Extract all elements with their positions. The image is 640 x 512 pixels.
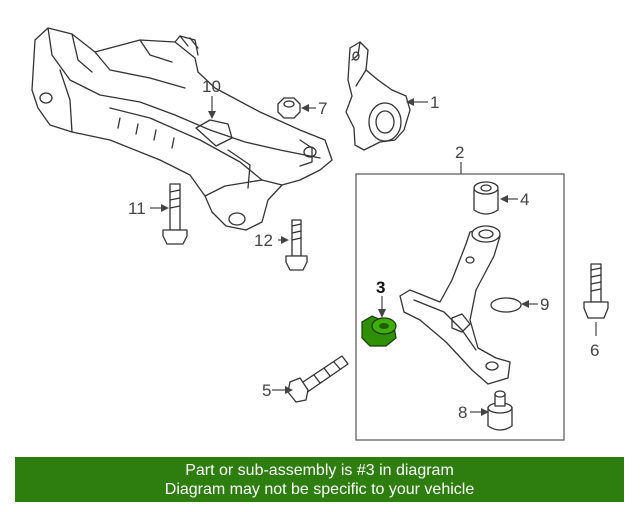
steering-knuckle	[345, 41, 411, 151]
bolt-part-6	[583, 263, 609, 319]
assembly-box-part-2	[355, 173, 565, 441]
callout-7: 7	[318, 99, 327, 118]
nut-part-7	[277, 97, 301, 119]
callout-1: 1	[430, 93, 439, 112]
bushing-part-4	[473, 181, 499, 215]
bolt-part-11	[162, 183, 188, 245]
ball-joint-part-8	[487, 390, 513, 431]
subframe-crossmember	[31, 27, 333, 231]
callout-labels: 1 2 3 4 5 6 7 8 9 10 11 12	[128, 77, 599, 422]
callout-11: 11	[128, 199, 146, 218]
callout-3: 3	[376, 278, 385, 297]
bolt-part-12	[285, 219, 308, 271]
footer-line-2: Diagram may not be specific to your vehi…	[164, 481, 475, 498]
footer-line-1: Part or sub-assembly is #3 in diagram	[185, 462, 454, 479]
callout-8: 8	[458, 403, 467, 422]
parts-diagram: 1 2 3 4 5 6 7 8 9 10 11 12	[31, 27, 609, 441]
callout-10: 10	[202, 77, 221, 96]
callout-9: 9	[540, 295, 549, 314]
highlighted-bushing-part-3	[361, 315, 397, 347]
callout-5: 5	[262, 381, 271, 400]
callout-4: 4	[520, 190, 529, 209]
callout-12: 12	[254, 231, 273, 250]
lower-control-arm	[399, 225, 511, 385]
callout-6: 6	[590, 341, 599, 360]
leader-lines	[150, 96, 597, 416]
callout-2: 2	[455, 143, 464, 162]
footer-banner: Part or sub-assembly is #3 in diagram Di…	[15, 457, 624, 502]
ring-part-9	[490, 297, 522, 313]
bolt-part-5	[287, 355, 349, 403]
